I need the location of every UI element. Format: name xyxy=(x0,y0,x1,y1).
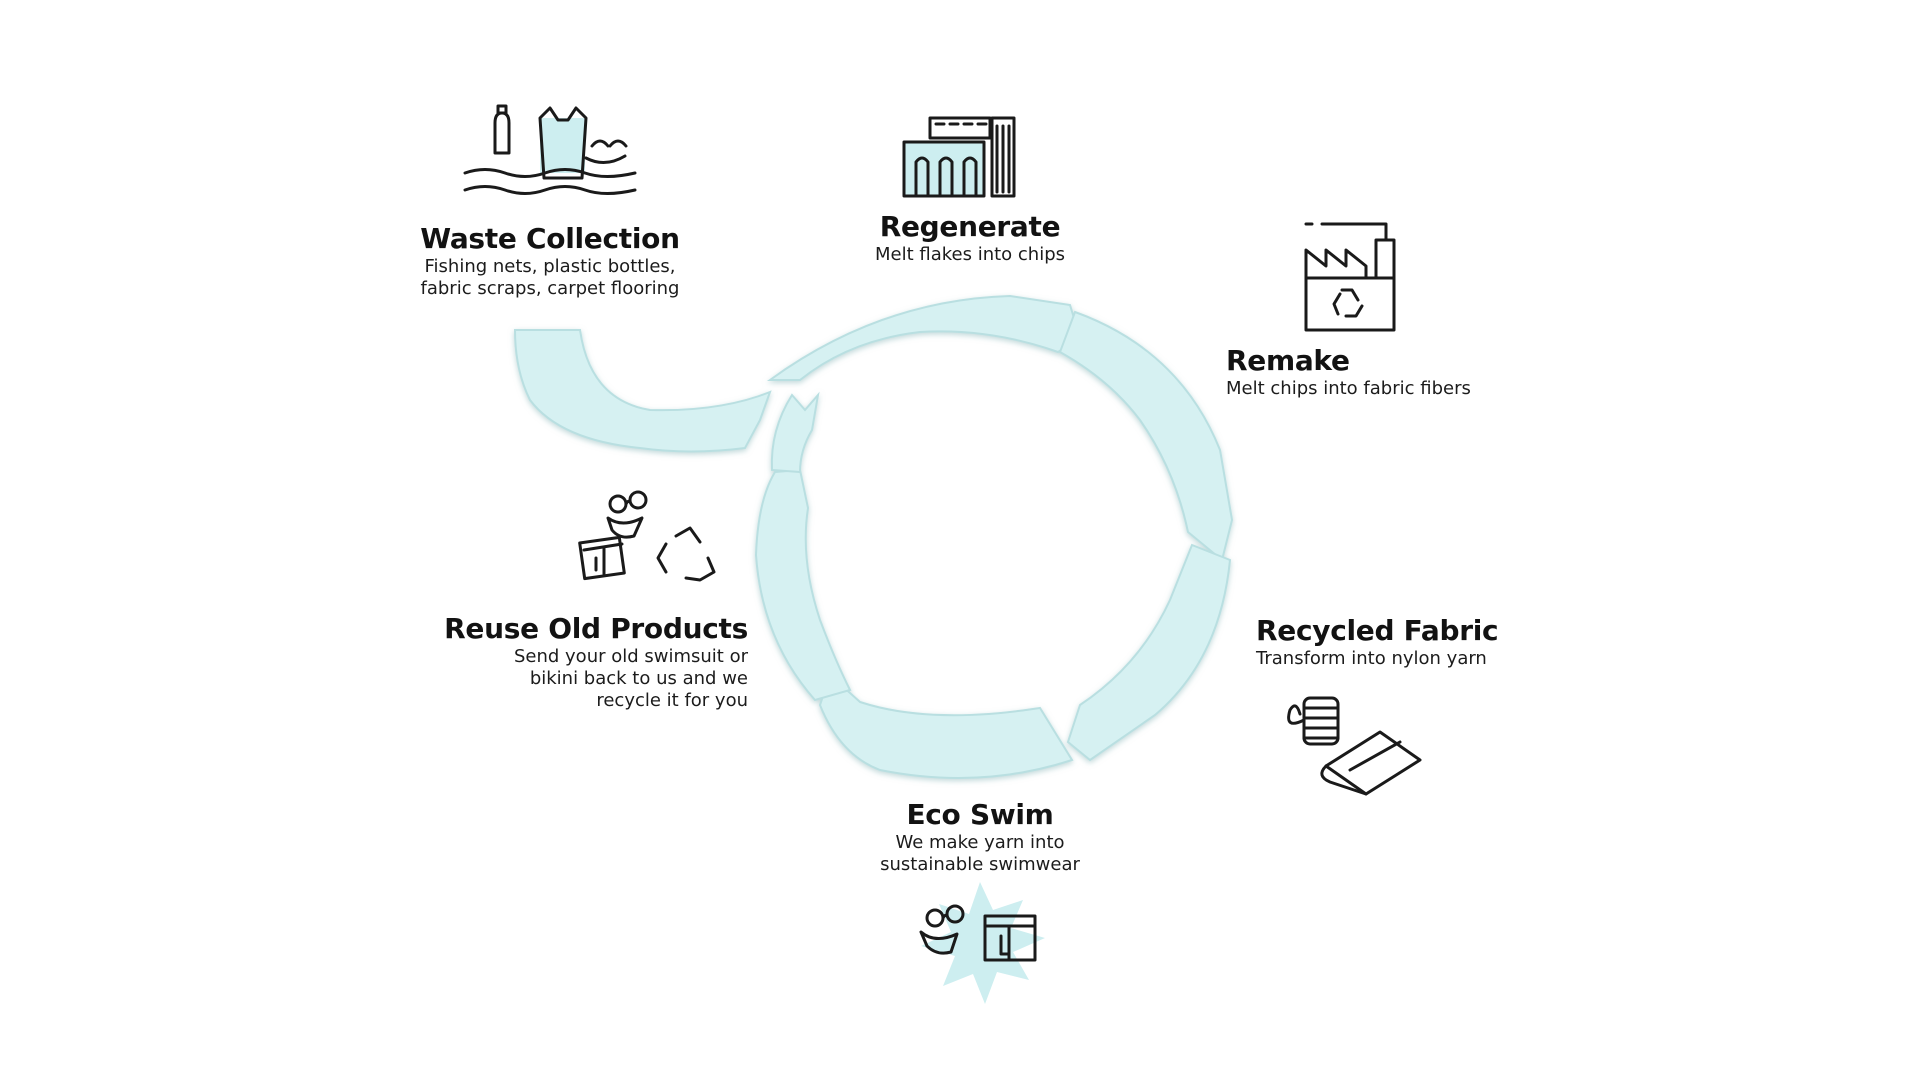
step-description: Send your old swimsuit or bikini back to… xyxy=(513,646,748,711)
step-waste-collection: Waste Collection Fishing nets, plastic b… xyxy=(400,222,700,300)
step-title: Waste Collection xyxy=(420,222,680,255)
step-reuse-old-products: Reuse Old Products Send your old swimsui… xyxy=(380,612,748,712)
step-description: Melt flakes into chips xyxy=(874,244,1066,265)
regeneration-plant-icon xyxy=(902,116,1016,198)
arrow-right-bottom xyxy=(1066,543,1232,762)
step-description: Fishing nets, plastic bottles, fabric sc… xyxy=(420,256,680,299)
step-regenerate: Regenerate Melt flakes into chips xyxy=(820,210,1120,266)
step-description: Melt chips into fabric fibers xyxy=(1226,378,1471,399)
arrow-right-top xyxy=(1058,310,1234,562)
arrow-waste-feed xyxy=(513,329,772,453)
arrow-top xyxy=(766,294,1082,381)
recycle-icon xyxy=(656,526,716,582)
step-title: Regenerate xyxy=(879,210,1061,243)
step-title: Reuse Old Products xyxy=(444,612,748,645)
yarn-spool-fabric-icon xyxy=(1287,696,1422,796)
swimwear-recycle-icon xyxy=(578,490,716,582)
arrow-bottom xyxy=(818,673,1074,779)
ocean-waste-icon xyxy=(463,104,637,195)
recycling-factory-icon xyxy=(1304,222,1396,332)
step-title: Remake xyxy=(1226,344,1350,377)
arrow-left-top xyxy=(770,391,820,474)
step-title: Eco Swim xyxy=(906,798,1054,831)
step-eco-swim: Eco Swim We make yarn into sustainable s… xyxy=(830,798,1130,876)
recycle-icon xyxy=(1332,288,1364,318)
step-description: We make yarn into sustainable swimwear xyxy=(880,832,1080,875)
swimwear-icon xyxy=(919,882,1045,1004)
step-description: Transform into nylon yarn xyxy=(1256,648,1487,669)
step-title: Recycled Fabric xyxy=(1256,614,1499,647)
step-recycled-fabric: Recycled Fabric Transform into nylon yar… xyxy=(1256,614,1596,670)
arrow-left xyxy=(754,468,852,702)
step-remake: Remake Melt chips into fabric fibers xyxy=(1226,344,1566,400)
